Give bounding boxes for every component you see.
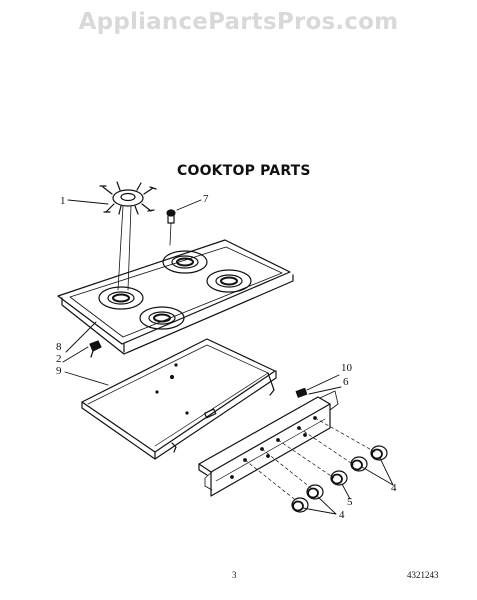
document-number: 4321243 [407, 570, 439, 580]
callout-2: 2 [56, 353, 62, 365]
callout-7: 7 [203, 193, 209, 205]
burner-grate [99, 181, 157, 291]
watermark: AppliancePartsPros.com [78, 9, 399, 35]
callout-4-right: 4 [391, 482, 397, 494]
callout-5: 5 [347, 496, 353, 508]
control-knob-center [330, 470, 348, 486]
control-panel-bracket [198, 390, 376, 503]
callout-10: 10 [341, 362, 352, 374]
control-knob-fourth [350, 456, 368, 472]
callout-1: 1 [60, 195, 66, 207]
ignition-button [295, 387, 308, 398]
callout-8: 8 [56, 341, 62, 353]
burner-well-back-right [206, 269, 252, 293]
burner-fitting [166, 209, 176, 246]
callout-9: 9 [56, 365, 62, 377]
control-knob-front-left [291, 497, 309, 513]
control-knob-second [306, 484, 324, 500]
control-knob-back-right [370, 445, 388, 461]
burner-well-front-right [139, 306, 185, 330]
callout-6: 6 [343, 376, 349, 388]
callout-4-left: 4 [339, 509, 345, 521]
diagram-title: COOKTOP PARTS [177, 163, 311, 179]
page-number: 3 [232, 570, 237, 580]
connector-part [89, 340, 102, 358]
burner-well-front-left [98, 286, 144, 310]
cooktop-top [57, 239, 294, 355]
burner-well-back-left [162, 250, 208, 274]
bottom-panel [81, 338, 277, 460]
leader-lines [62, 199, 394, 515]
